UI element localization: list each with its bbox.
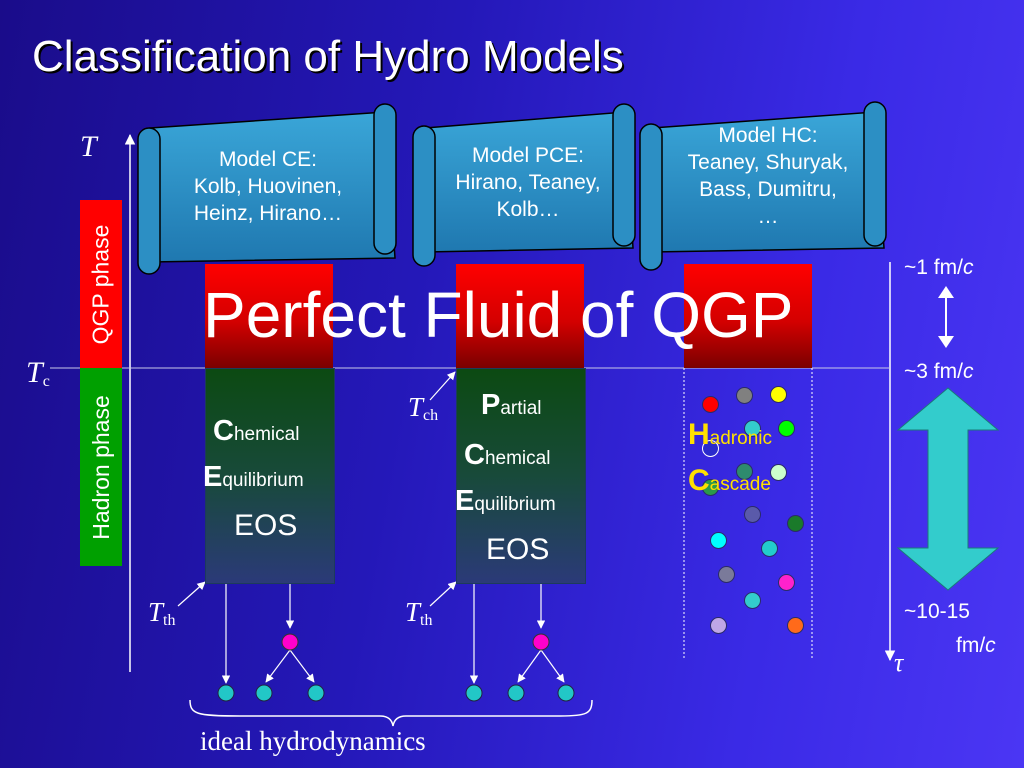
qgp-phase-bar: QGP phase — [80, 200, 122, 368]
model-pce-text: Model PCE:Hirano, Teaney,Kolb… — [455, 144, 601, 221]
particle-dot — [736, 387, 753, 404]
pce-partial: Partial — [481, 389, 542, 421]
double-arrow-large — [896, 387, 1000, 591]
scroll-model-pce — [412, 103, 636, 267]
tth-arrow-ce — [177, 581, 206, 607]
particle-dot — [778, 574, 795, 591]
particle-dot — [744, 420, 761, 437]
perfect-fluid-text: Perfect Fluid of QGP — [203, 279, 794, 351]
tc-label: Tc — [26, 356, 50, 390]
particle-dot — [770, 386, 787, 403]
time-label-10fm: ~10-15 — [904, 600, 970, 623]
ce-qgp-box — [205, 264, 333, 368]
double-arrow-small — [938, 286, 954, 348]
particle-dot — [744, 506, 761, 523]
particle-dot — [787, 617, 804, 634]
ce-eos: EOS — [234, 509, 298, 542]
tau-label: τ — [894, 648, 904, 677]
pce-qgp-box — [456, 264, 584, 368]
footer-label: ideal hydrodynamics — [200, 726, 426, 756]
tree-pce — [465, 584, 575, 702]
tree-ce — [217, 584, 325, 702]
hc-hadronic: Hadronic — [688, 418, 772, 451]
tch-arrow — [429, 371, 456, 401]
hc-cascade: Cascade — [688, 464, 771, 497]
particle-dot — [710, 617, 727, 634]
tth-label-ce: Tth — [148, 597, 176, 629]
particle-dot — [770, 464, 787, 481]
scroll-model-hc — [639, 101, 887, 271]
ce-eos-box — [205, 368, 335, 584]
ce-chemical: Chemical — [213, 415, 300, 447]
pce-eos: EOS — [486, 533, 550, 566]
hadron-phase-label: Hadron phase — [87, 394, 114, 540]
particle-dot — [702, 396, 719, 413]
pce-eos-box — [456, 368, 586, 584]
tth-arrow-pce — [429, 581, 457, 607]
hc-qgp-box — [684, 264, 812, 368]
time-label-10fm-unit: fm/c — [956, 634, 996, 657]
model-hc-text: Model HC:Teaney, Shuryak,Bass, Dumitru,… — [687, 124, 849, 228]
ce-equilibrium: Equilibrium — [203, 461, 304, 493]
time-label-3fm: ~3 fm/c — [904, 360, 974, 383]
brace — [189, 699, 593, 727]
pce-equilibrium: Equilibrium — [455, 485, 556, 517]
t-axis-label: T — [80, 130, 97, 163]
pce-chemical: Chemical — [464, 439, 551, 471]
scroll-model-ce — [137, 103, 397, 275]
particle-dot — [787, 515, 804, 532]
particle-dot — [718, 566, 735, 583]
particle-dot — [744, 592, 761, 609]
particle-dot — [710, 532, 727, 549]
page-title: Classification of Hydro Models — [32, 32, 624, 81]
particle-dot — [736, 463, 753, 480]
model-ce-text: Model CE:Kolb, Huovinen,Heinz, Hirano… — [193, 148, 343, 225]
time-label-1fm: ~1 fm/c — [904, 256, 974, 279]
particle-dot — [702, 479, 719, 496]
particle-dot — [778, 420, 795, 437]
tth-label-pce: Tth — [405, 597, 433, 629]
hadron-phase-bar: Hadron phase — [80, 368, 122, 566]
particle-dot — [702, 440, 719, 457]
particle-dot — [761, 540, 778, 557]
qgp-phase-label: QGP phase — [87, 224, 114, 344]
tch-label: Tch — [408, 392, 439, 424]
